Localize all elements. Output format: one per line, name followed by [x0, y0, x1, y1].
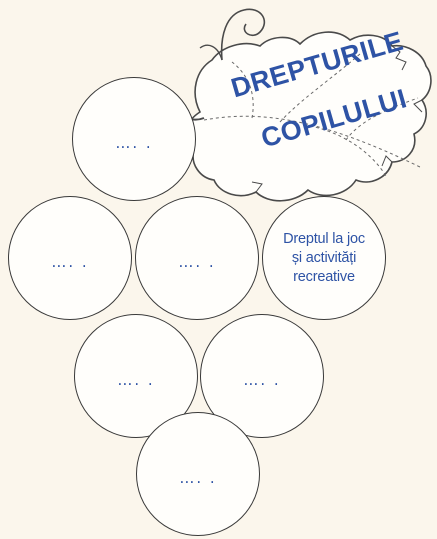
grape-filled-text: Dreptul la joc și activități recreative	[277, 230, 371, 287]
grape-placeholder: …. .	[117, 371, 154, 389]
grape-circle-row2-right[interactable]: Dreptul la joc și activități recreative	[262, 196, 386, 320]
grape-filled-line: și activități	[283, 249, 365, 268]
grape-filled-line: recreative	[283, 268, 365, 287]
grape-placeholder: …. .	[178, 253, 215, 271]
grape-circle-bottom[interactable]: …. .	[136, 412, 260, 536]
grape-placeholder: …. .	[243, 371, 280, 389]
grape-circle-row2-middle[interactable]: …. .	[135, 196, 259, 320]
grape-placeholder: …. .	[51, 253, 88, 271]
grape-filled-line: Dreptul la joc	[283, 230, 365, 249]
grape-placeholder: …. .	[179, 469, 216, 487]
grape-placeholder: …. .	[115, 134, 152, 152]
grape-circle-top[interactable]: …. .	[72, 77, 196, 201]
grape-circle-row2-left[interactable]: …. .	[8, 196, 132, 320]
